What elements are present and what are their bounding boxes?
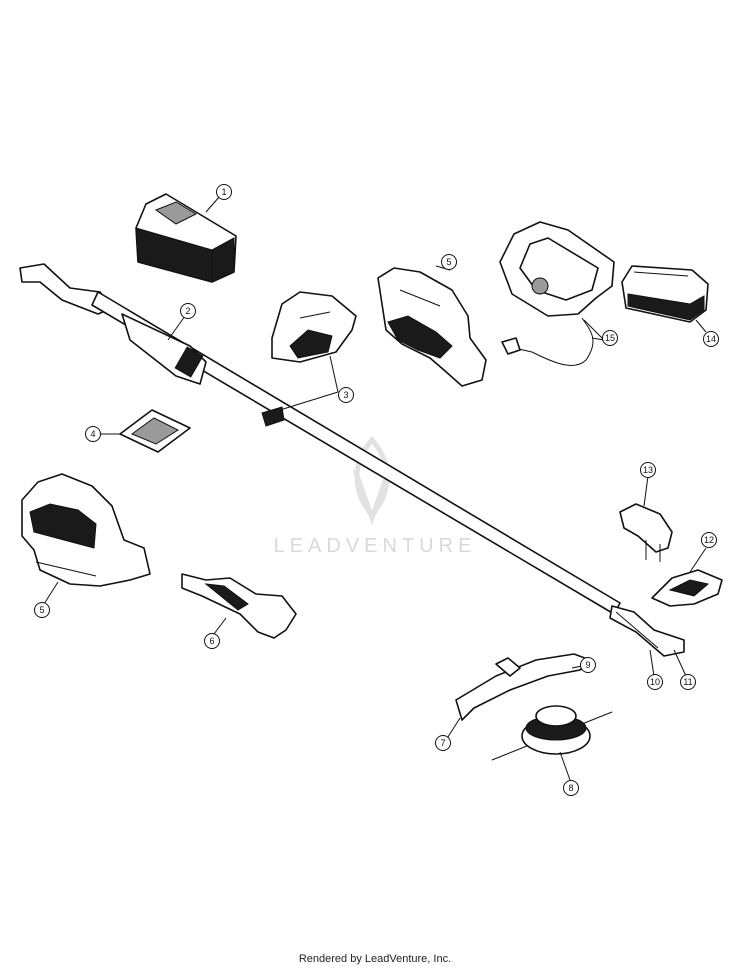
callout-6: 6 (204, 633, 220, 649)
debris-guard (455, 653, 591, 721)
callout-14: 14 (703, 331, 719, 347)
callout-11: 11 (680, 674, 696, 690)
battery-pack (135, 193, 237, 283)
callout-7: 7 (435, 735, 451, 751)
svg-text:14: 14 (706, 334, 716, 344)
shaft-assembly (19, 263, 685, 657)
callout-5-top: 5 (441, 254, 457, 270)
svg-text:1: 1 (221, 187, 226, 197)
callout-4: 4 (85, 426, 101, 442)
switch-plate (119, 409, 191, 453)
motor-bracket (619, 503, 673, 562)
watermark-text: LEADVENTURE (274, 535, 477, 557)
charger (499, 221, 615, 366)
callout-12: 12 (701, 532, 717, 548)
gear-mount (651, 569, 723, 607)
svg-text:8: 8 (568, 783, 573, 793)
svg-text:5: 5 (39, 605, 44, 615)
callout-10: 10 (647, 674, 663, 690)
callout-1: 1 (216, 184, 232, 200)
callout-15: 15 (602, 330, 618, 346)
callout-2: 2 (180, 303, 196, 319)
handle-housing (271, 291, 357, 363)
svg-text:7: 7 (440, 738, 445, 748)
trigger-assembly (181, 573, 297, 639)
svg-text:3: 3 (343, 390, 348, 400)
callout-8: 8 (563, 780, 579, 796)
callout-5-rear: 5 (34, 602, 50, 618)
svg-text:4: 4 (90, 429, 95, 439)
motor-cover (377, 267, 487, 387)
svg-text:10: 10 (650, 677, 660, 687)
callout-13: 13 (640, 462, 656, 478)
callout-9: 9 (580, 657, 596, 673)
svg-text:9: 9 (585, 660, 590, 670)
svg-text:11: 11 (683, 677, 692, 687)
spare-battery (621, 265, 709, 323)
svg-text:15: 15 (605, 333, 615, 343)
svg-text:6: 6 (209, 636, 214, 646)
trimmer-spool (491, 705, 613, 761)
footer-credit: Rendered by LeadVenture, Inc. (298, 953, 452, 965)
rear-motor-housing (21, 473, 151, 587)
svg-text:2: 2 (185, 306, 190, 316)
callout-3: 3 (338, 387, 354, 403)
svg-text:5: 5 (446, 257, 451, 267)
svg-text:13: 13 (643, 465, 653, 475)
svg-text:12: 12 (704, 535, 714, 545)
